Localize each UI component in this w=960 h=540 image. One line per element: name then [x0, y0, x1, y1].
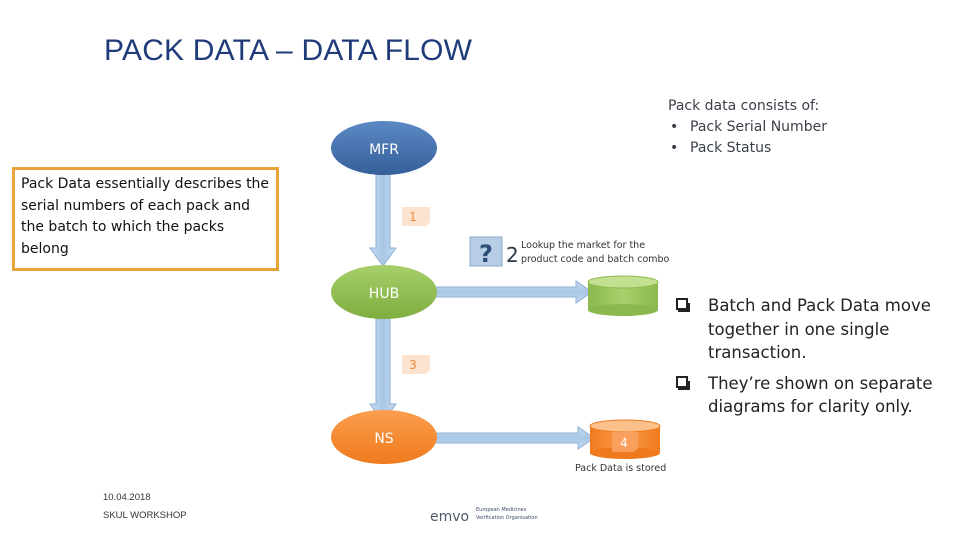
- arrow-ns-to-db: [431, 426, 595, 450]
- step-3-label: 3: [409, 358, 417, 372]
- arrow-hub-to-ns: [369, 317, 397, 423]
- slide-title: PACK DATA – DATA FLOW: [104, 34, 473, 67]
- logo-line1: European Medicines: [476, 507, 527, 513]
- callout-box: Pack Data essentially describes the seri…: [12, 167, 279, 271]
- ns-label: NS: [374, 431, 393, 447]
- arrow-mfr-to-hub: [369, 173, 397, 267]
- step-4-label: 4: [620, 436, 628, 450]
- ns-node: [331, 410, 437, 464]
- pack-info-list: Pack Serial Number Pack Status: [668, 117, 827, 159]
- note-item: Batch and Pack Data move together in one…: [676, 294, 956, 365]
- stored-label: Pack Data is stored: [575, 463, 666, 474]
- footer-org: SKUL WORKSHOP: [103, 510, 187, 521]
- pack-info: Pack data consists of: Pack Serial Numbe…: [668, 96, 827, 159]
- note-item: They’re shown on separate diagrams for c…: [676, 372, 956, 419]
- lookup-text-line2: product code and batch combo: [521, 254, 670, 265]
- logo-word: emvo: [430, 509, 469, 525]
- step-4-badge: [612, 432, 638, 452]
- question-symbol: ?: [479, 240, 493, 268]
- pack-info-heading: Pack data consists of:: [668, 98, 820, 114]
- hub-database-icon: [587, 275, 659, 316]
- step-2-label: 2: [506, 243, 519, 267]
- mfr-label: MFR: [369, 142, 399, 158]
- arrow-hub-to-db: [431, 280, 593, 304]
- footer-date: 10.04.2018: [103, 492, 151, 503]
- step-3-badge: [402, 355, 430, 374]
- question-icon: [469, 236, 503, 267]
- hub-node: [331, 265, 437, 319]
- notes-list: Batch and Pack Data move together in one…: [676, 294, 956, 426]
- lookup-text-line1: Lookup the market for the: [521, 240, 645, 251]
- checkbox-bullet-icon: [676, 298, 690, 312]
- mfr-node: [331, 121, 437, 175]
- step-1-label: 1: [409, 210, 417, 224]
- logo-line2: Verification Organisation: [476, 515, 538, 521]
- pack-info-item: Pack Status: [668, 138, 827, 159]
- note-text: Batch and Pack Data move together in one…: [708, 296, 931, 362]
- hub-label: HUB: [369, 286, 399, 302]
- checkbox-bullet-icon: [676, 375, 690, 390]
- pack-info-item: Pack Serial Number: [668, 117, 827, 138]
- step-1-badge: [402, 207, 430, 226]
- note-text: They’re shown on separate diagrams for c…: [708, 373, 933, 417]
- emvo-logo: emvo European Medicines Verification Org…: [430, 507, 538, 525]
